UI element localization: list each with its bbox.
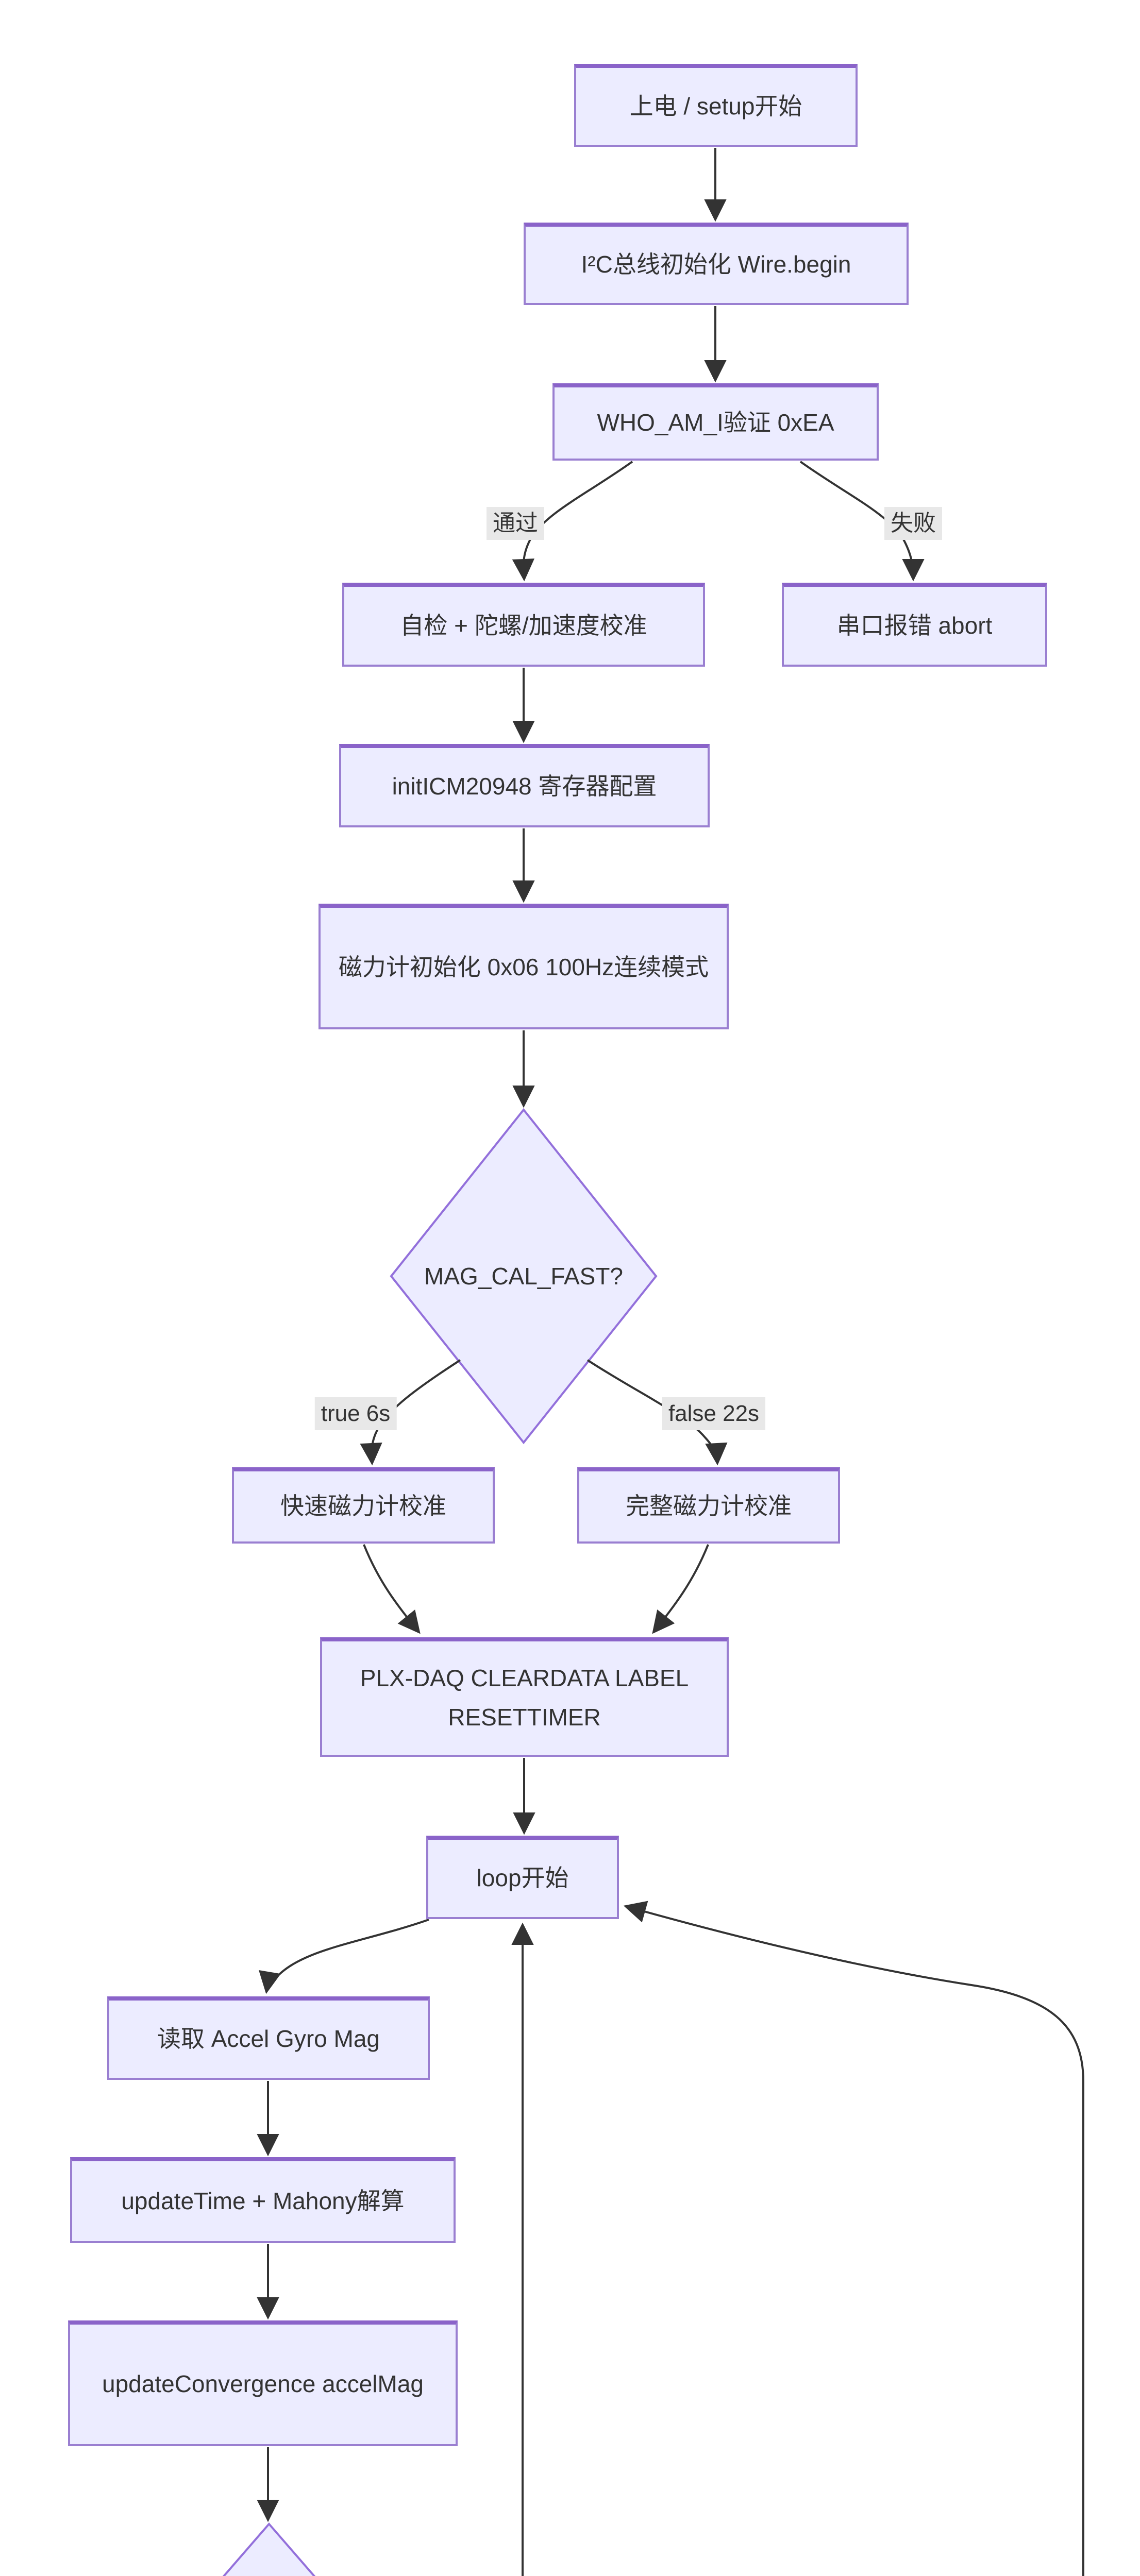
decision-mag-cal-fast-label: MAG_CAL_FAST?	[424, 1263, 624, 1290]
node-serial-abort: 串口报错 abort	[782, 583, 1047, 667]
edge-loop-to-read	[259, 1919, 429, 1994]
node-plx-daq-init: PLX-DAQ CLEARDATA LABEL RESETTIMER	[320, 1637, 729, 1757]
node-full-mag-cal: 完整磁力计校准	[577, 1467, 840, 1544]
node-update-convergence: updateConvergence accelMag	[68, 2320, 458, 2446]
node-i2c-init: I²C总线初始化 Wire.begin	[524, 223, 909, 305]
edge-label-true-6s: true 6s	[314, 1397, 397, 1430]
node-mahony-update: updateTime + Mahony解算	[70, 2157, 456, 2243]
node-selftest-calibration: 自检 + 陀螺/加速度校准	[342, 583, 705, 667]
edge-label-pass: 通过	[487, 507, 544, 540]
edge-label-fail: 失败	[884, 507, 942, 540]
node-fast-mag-cal: 快速磁力计校准	[232, 1467, 495, 1544]
edge-fastcal-to-plxinit	[363, 1544, 421, 1634]
edge-plxdata-return-to-loop	[623, 1901, 1084, 2576]
node-read-sensors: 读取 Accel Gyro Mag	[107, 1996, 430, 2080]
edge-vofaonly-return-to-loop	[511, 1922, 534, 2576]
node-loop-start: loop开始	[426, 1836, 619, 1919]
edge-label-false-22s: false 22s	[662, 1397, 766, 1430]
node-power-on: 上电 / setup开始	[574, 64, 858, 147]
decision-is-filter-converged-shape	[222, 2522, 316, 2576]
node-mag-init: 磁力计初始化 0x06 100Hz连续模式	[318, 904, 729, 1029]
decision-mag-cal-fast-shape	[390, 1108, 658, 1445]
node-whoami-check: WHO_AM_I验证 0xEA	[552, 383, 879, 461]
edge-fullcal-to-plxinit	[652, 1544, 709, 1634]
node-init-registers: initICM20948 寄存器配置	[339, 744, 710, 827]
